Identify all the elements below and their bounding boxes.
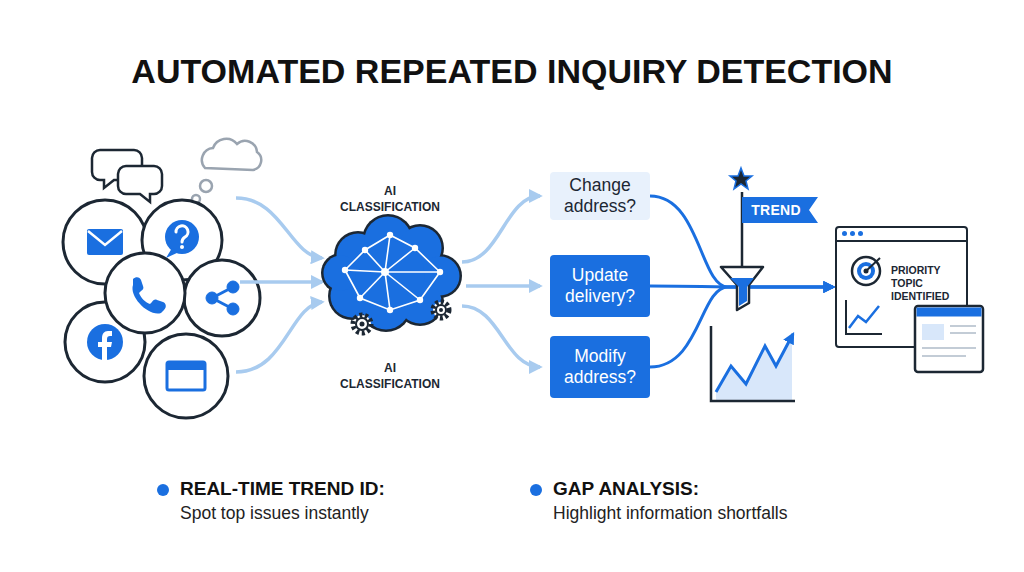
web-circle <box>144 334 228 418</box>
gear-icon <box>433 302 449 318</box>
channel-circles <box>63 200 260 418</box>
node-text: Modify address? <box>556 346 644 388</box>
star <box>730 168 752 189</box>
node-text: Change address? <box>556 175 644 217</box>
node-text: TREND <box>751 202 801 218</box>
window-dot <box>842 231 847 236</box>
question-dot <box>180 245 184 249</box>
browser-window <box>167 362 205 390</box>
flag-body <box>742 197 818 223</box>
bullet-text: Highlight information shortfalls <box>553 503 787 524</box>
facebook-disc <box>87 324 123 360</box>
share-dot <box>227 281 239 293</box>
bubble-tail <box>166 248 179 258</box>
flow-arrow <box>236 198 322 258</box>
funnel-icon <box>721 267 763 310</box>
window-bar <box>837 228 966 242</box>
node-text: Update delivery? <box>556 265 644 307</box>
window-dot <box>858 231 863 236</box>
flow-arrow <box>236 302 322 372</box>
phone-circle <box>105 253 185 333</box>
speech-bubbles <box>92 150 162 202</box>
bullet-heading: REAL-TIME TREND ID: <box>180 478 385 500</box>
gear-icon <box>353 315 371 333</box>
window-dot <box>850 231 855 236</box>
funnel-fill <box>730 278 754 306</box>
bullet-heading: GAP ANALYSIS: <box>553 478 699 500</box>
output-arrows <box>462 196 540 367</box>
phone-icon <box>132 277 165 313</box>
question-icon <box>165 220 199 258</box>
diagram-title: AUTOMATED REPEATED INQUIRY DETECTION <box>0 52 1024 91</box>
speech-bubble <box>118 166 162 202</box>
question-box: Change address? <box>550 172 650 220</box>
flow-connector <box>650 196 833 287</box>
flow-arrow <box>240 280 322 284</box>
brain-icon <box>321 214 462 333</box>
dashboard-screen: PRIORITY TOPIC IDENTIFIED <box>835 226 968 348</box>
input-arrows <box>236 198 322 372</box>
ai-caption: AI CLASSIFICATION <box>338 183 442 215</box>
share-dot <box>206 292 218 304</box>
flow-arrow <box>462 196 540 262</box>
chart-axes <box>711 326 795 401</box>
web-icon <box>167 362 205 390</box>
question-box: Modify address? <box>550 336 650 398</box>
bullet-text: Spot top issues instantly <box>180 503 369 524</box>
browser-bar <box>167 362 205 370</box>
thought-bubble <box>192 139 261 203</box>
flow-arrow <box>466 284 540 288</box>
share-circle <box>184 260 260 336</box>
flow-connector <box>650 287 833 367</box>
facebook-icon <box>87 324 123 360</box>
question-mark <box>176 226 188 242</box>
flow-arrow <box>462 306 540 367</box>
brain-outline <box>321 214 462 332</box>
ai-caption: AI CLASSIFICATION <box>338 360 442 392</box>
trend-flag: TREND <box>742 197 818 223</box>
flow-connector <box>650 286 833 287</box>
facebook-f <box>98 331 112 360</box>
neural-nodes <box>342 232 443 313</box>
chart-line <box>716 334 793 392</box>
thought-dot <box>200 180 212 192</box>
bullet-dot <box>157 484 169 496</box>
share-icon <box>206 281 239 315</box>
neural-links <box>345 235 440 310</box>
question-box: Update delivery? <box>550 255 650 317</box>
funnel-outline <box>721 267 763 310</box>
envelope-flap <box>88 231 122 245</box>
bullet-dot <box>530 484 542 496</box>
node-text: PRIORITY TOPIC IDENTIFIED <box>891 264 965 303</box>
cloud <box>202 139 261 170</box>
bubble <box>165 220 199 254</box>
trend-chart <box>711 326 795 401</box>
envelope <box>87 229 123 255</box>
email-icon <box>87 229 123 255</box>
brain-fill <box>324 217 460 330</box>
share-dot <box>227 303 239 315</box>
